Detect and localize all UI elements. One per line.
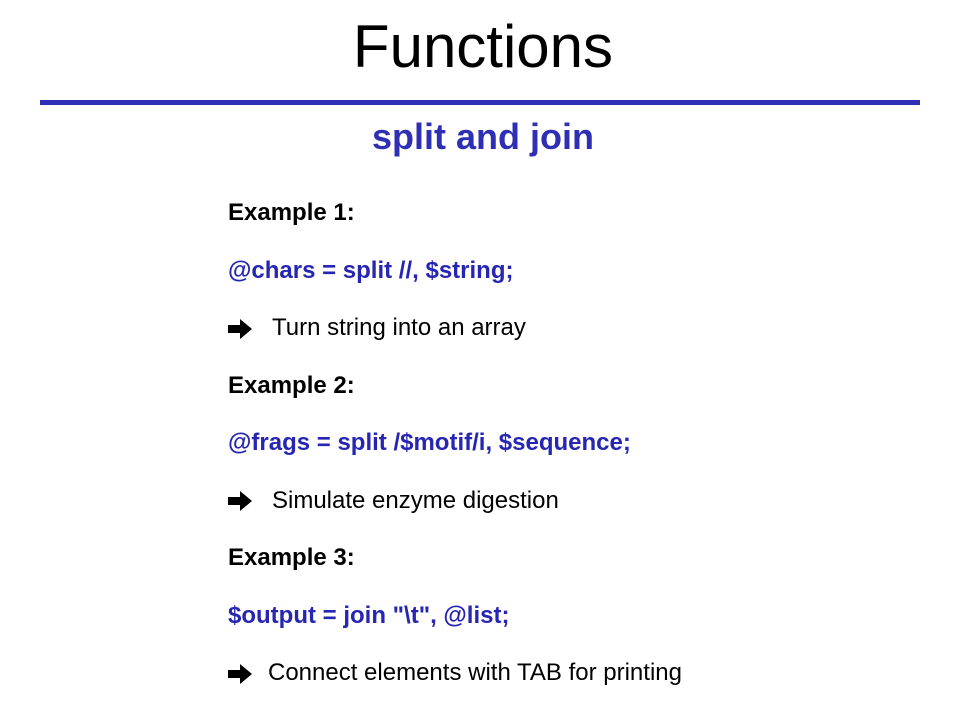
example-2-code: @frags = split /$motif/i, $sequence; bbox=[228, 429, 631, 456]
right-arrow-icon bbox=[228, 491, 272, 512]
example-1-note-text: Turn string into an array bbox=[272, 314, 526, 341]
example-1-note: Turn string into an array bbox=[228, 306, 928, 364]
example-1-code: @chars = split //, $string; bbox=[228, 256, 514, 284]
slide-title: Functions bbox=[352, 13, 614, 80]
example-3-heading: Example 3: bbox=[228, 544, 355, 571]
title-divider bbox=[40, 100, 920, 105]
right-arrow-icon bbox=[228, 663, 268, 684]
example-3-code: $output = join "\t", @list; bbox=[228, 601, 510, 629]
examples-content: Example 1: @chars = split //, $string; T… bbox=[228, 191, 928, 709]
right-arrow-icon bbox=[228, 318, 272, 339]
example-1-heading: Example 1: bbox=[228, 199, 355, 226]
example-2-note-text: Simulate enzyme digestion bbox=[272, 486, 559, 514]
example-2-note: Simulate enzyme digestion bbox=[228, 479, 928, 537]
slide-subtitle: split and join bbox=[372, 116, 594, 157]
example-2-heading: Example 2: bbox=[228, 371, 355, 399]
example-3-note-text: Connect elements with TAB for printing bbox=[268, 659, 682, 686]
example-3-note: Connect elements with TAB for printing bbox=[228, 651, 928, 709]
